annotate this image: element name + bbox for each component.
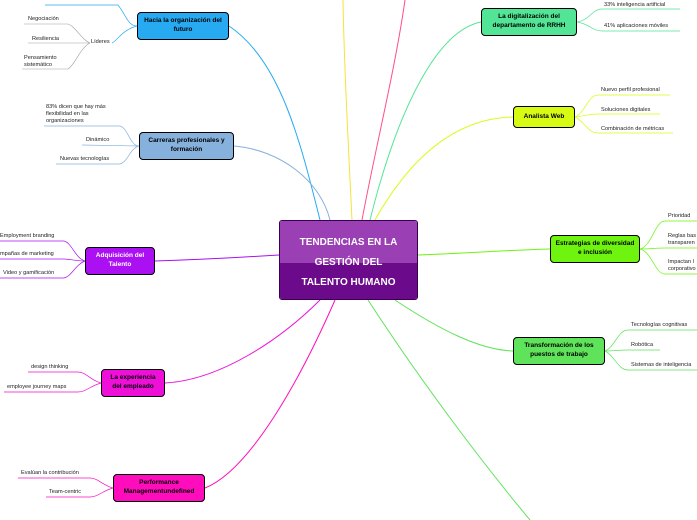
- central-line-3: TALENTO HUMANO: [301, 277, 396, 288]
- leaf-employee-journey[interactable]: employee journey maps: [7, 384, 67, 390]
- leaf-evaluan-contribucion[interactable]: Evalúan la contribución: [21, 470, 79, 476]
- node-diversidad[interactable]: Estrategias de diversidad e inclusión: [550, 235, 640, 263]
- node-digital[interactable]: La digitalización del departamento de RR…: [481, 8, 577, 36]
- leaf-aplicaciones-moviles[interactable]: 41% aplicaciones móviles: [604, 23, 669, 29]
- leaf-resiliencia[interactable]: Resiliencia: [32, 36, 60, 42]
- central-topic-bottom: [280, 263, 417, 299]
- leaf-soluciones-digitales[interactable]: Soluciones digitales: [601, 107, 651, 113]
- node-transformacion[interactable]: Transformación de los puestos de trabajo: [513, 337, 605, 365]
- leaf-sistemas-inteligencia[interactable]: Sistemas de inteligencia: [631, 362, 692, 368]
- node-carreras[interactable]: Carreras profesionales y formación: [139, 132, 234, 160]
- leaf-impactan-corporativo[interactable]: Impactan l corporativo: [668, 259, 696, 272]
- leaf-team-centric[interactable]: Team-centric: [49, 489, 82, 495]
- leaf-nuevas-tecnologias[interactable]: Nuevas tecnologías: [60, 156, 110, 162]
- leaf-inteligencia-artificial[interactable]: 33% inteligencia artificial: [604, 2, 666, 8]
- leaf-design-thinking[interactable]: design thinking: [31, 364, 69, 370]
- leaf-employment-branding[interactable]: Employment branding: [0, 233, 55, 239]
- leaf-reglas-transparentes[interactable]: Reglas bas transparen: [668, 233, 696, 246]
- leaf-robotica[interactable]: Robótica: [631, 342, 654, 348]
- leaf-dinamico[interactable]: Dinámico: [86, 137, 110, 143]
- central-line-2: GESTIÓN DEL: [314, 257, 383, 268]
- leaf-combinacion-metricas[interactable]: Combinación de métricas: [601, 126, 665, 132]
- node-adquisicion[interactable]: Adquisición del Talento: [85, 247, 155, 275]
- leaf-lideres[interactable]: Líderes: [91, 39, 110, 45]
- leaf-negociacion[interactable]: Negociación: [28, 16, 59, 22]
- central-line-1: TENDENCIAS EN LA: [299, 237, 398, 248]
- leaf-video-gamificacion[interactable]: Video y gamificación: [3, 270, 55, 276]
- leaf-nuevo-perfil[interactable]: Nuevo perfil profesional: [601, 87, 660, 93]
- central-topic-title: TENDENCIAS EN LA GESTIÓN DEL TALENTO HUM…: [280, 233, 417, 293]
- leaf-flexibilidad[interactable]: 83% dicen que hay más flexibilidad en la…: [46, 104, 106, 124]
- node-performance[interactable]: Performance Managementundefined: [113, 474, 205, 502]
- node-analista[interactable]: Analista Web: [513, 106, 575, 128]
- central-topic-top: [280, 221, 417, 263]
- node-experiencia[interactable]: La experiencia del empleado: [101, 369, 165, 397]
- leaf-tecnologias-cognitivas[interactable]: Tecnologías cognitivas: [631, 322, 688, 328]
- central-topic[interactable]: TENDENCIAS EN LA GESTIÓN DEL TALENTO HUM…: [279, 220, 418, 300]
- leaf-pensamiento[interactable]: Pensamiento sistemático: [24, 55, 57, 68]
- leaf-prioridad[interactable]: Prioridad: [668, 213, 691, 219]
- node-futuro[interactable]: Hacia la organización del futuro: [137, 12, 229, 40]
- leaf-campanas-marketing[interactable]: mpañas de marketing: [0, 251, 54, 257]
